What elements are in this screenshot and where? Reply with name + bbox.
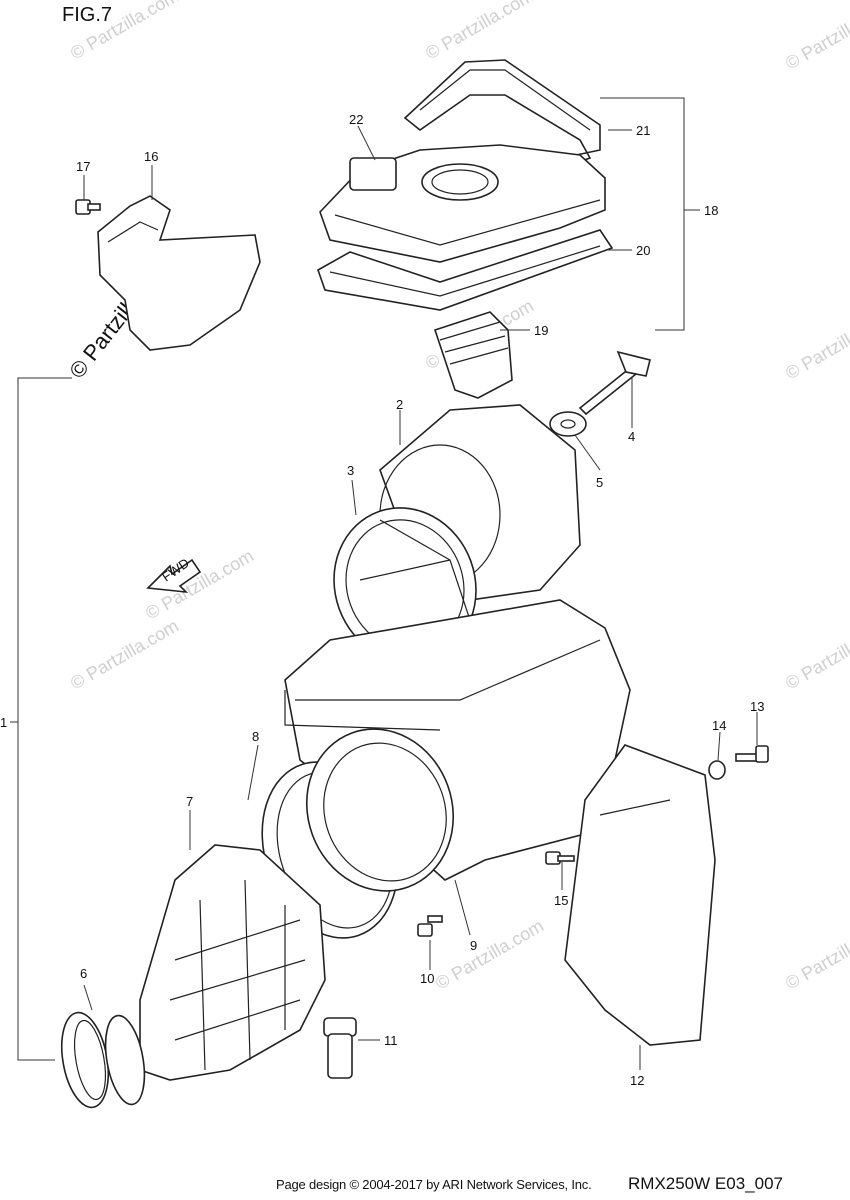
- part-10-screw: [417, 915, 443, 937]
- callout-11: 11: [384, 1033, 398, 1048]
- footer-diagram-code: RMX250W E03_007: [628, 1174, 783, 1193]
- callout-7: 7: [186, 794, 193, 809]
- callout-17: 17: [76, 159, 90, 174]
- part-4-bolt: [578, 350, 651, 416]
- callout-15: 15: [554, 893, 568, 908]
- callout-10: 10: [420, 971, 434, 986]
- callout-5: 5: [596, 475, 603, 490]
- part-22-block: [349, 157, 397, 191]
- callout-9: 9: [470, 938, 477, 953]
- callout-13: 13: [750, 699, 764, 714]
- callout-18: 18: [704, 203, 718, 218]
- part-13-bolt: [735, 745, 769, 763]
- watermark: © Partzilla.com: [782, 305, 850, 383]
- footer-copyright: Page design © 2004-2017 by ARI Network S…: [276, 1177, 592, 1192]
- watermark: © Partzilla.com: [782, 0, 850, 73]
- leader-lines: [83, 125, 758, 1070]
- part-5-washer: [549, 411, 587, 437]
- callout-19: 19: [534, 323, 548, 338]
- callout-20: 20: [636, 243, 650, 258]
- callout-21: 21: [636, 123, 650, 138]
- callout-4: 4: [628, 429, 635, 444]
- callout-16: 16: [144, 149, 158, 164]
- part-14-washer: [708, 760, 726, 780]
- callout-3: 3: [347, 463, 354, 478]
- watermark: © Partzilla.com: [432, 915, 547, 993]
- forward-arrow: FWD: [146, 555, 202, 594]
- callout-2: 2: [396, 397, 403, 412]
- watermark: © Partzilla.com: [67, 0, 182, 63]
- callout-14: 14: [712, 718, 726, 733]
- callout-labels: 1 2 3 4 5 6 7 8 9 10 11 12 13 14 15 16 1…: [0, 112, 764, 1088]
- part-12-cover: [564, 744, 716, 1046]
- part-7-boot: [139, 844, 326, 1081]
- callout-6: 6: [80, 966, 87, 981]
- callout-22: 22: [349, 112, 363, 127]
- part-17-bolt: [75, 199, 101, 215]
- part-16-plate: [97, 195, 261, 351]
- callout-8: 8: [252, 729, 259, 744]
- part-6-clamp: [60, 1011, 146, 1109]
- callout-1: 1: [0, 715, 7, 730]
- watermark: © Partzilla.com: [782, 915, 850, 993]
- part-11-plug: [323, 1017, 357, 1079]
- watermark: © Partzilla.com: [782, 615, 850, 693]
- figure-title: FIG.7: [62, 4, 113, 26]
- part-9-ring: [305, 728, 455, 892]
- bracket-1: [10, 377, 72, 1061]
- part-20-gasket: [317, 229, 614, 311]
- watermark: © Partzilla.com: [67, 615, 182, 693]
- part-19-hose: [433, 311, 513, 399]
- watermark: © Partzilla.com: [422, 0, 537, 63]
- part-15-bolt: [545, 851, 575, 865]
- bracket-18: [600, 97, 700, 331]
- callout-12: 12: [630, 1073, 644, 1088]
